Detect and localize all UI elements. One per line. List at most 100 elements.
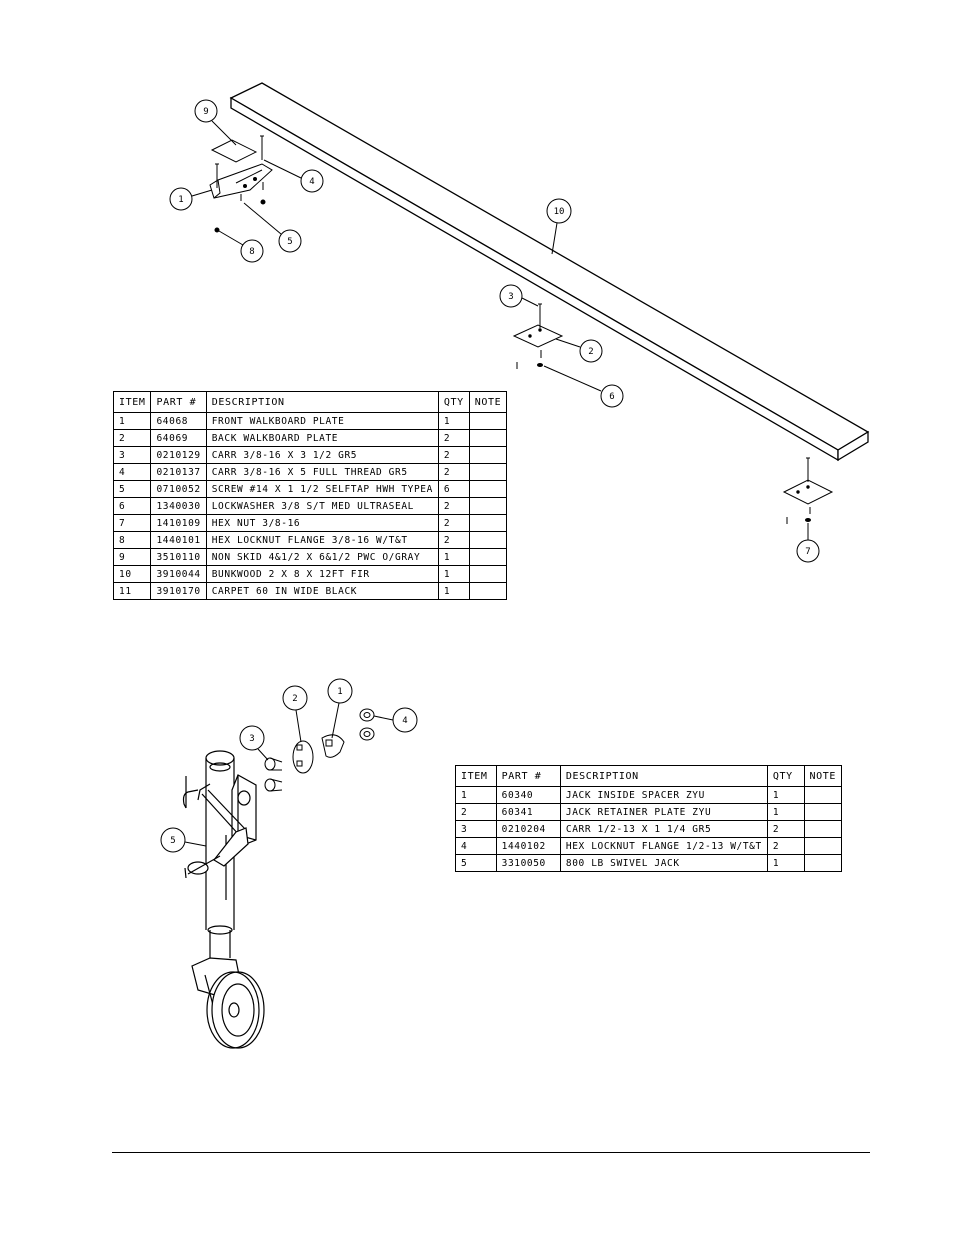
cell-note xyxy=(468,548,508,566)
cell-note xyxy=(803,786,842,804)
cell-part: 1340030 xyxy=(150,497,207,515)
cell-item: 1 xyxy=(112,412,152,430)
cell-note xyxy=(803,837,842,855)
callout-2: 2 xyxy=(555,338,603,363)
cell-item: 2 xyxy=(455,803,497,821)
cell-qty: 2 xyxy=(437,429,470,447)
callout-6: 6 xyxy=(543,365,624,408)
cell-qty: 1 xyxy=(437,548,470,566)
col-description: DESCRIPTION xyxy=(205,391,439,413)
callout-8: 8 xyxy=(218,230,264,263)
jack-callout-4-label: 4 xyxy=(402,716,407,726)
cell-note xyxy=(468,514,508,532)
callout-10: 10 xyxy=(546,198,572,255)
cell-qty: 1 xyxy=(437,582,470,600)
cell-description: JACK RETAINER PLATE ZYU xyxy=(559,803,768,821)
cell-description: HEX NUT 3/8-16 xyxy=(205,514,439,532)
table-header-row: ITEM PART # DESCRIPTION QTY NOTE xyxy=(112,391,508,413)
callout-4: 4 xyxy=(263,159,324,193)
cell-description: HEX LOCKNUT FLANGE 1/2-13 W/T&T xyxy=(559,837,768,855)
cell-part: 0710052 xyxy=(150,480,207,498)
jack-callout-3: 3 xyxy=(239,725,269,761)
callout-2-label: 2 xyxy=(588,347,593,357)
jack-callout-3-label: 3 xyxy=(249,734,254,744)
cell-part: 1440102 xyxy=(495,837,561,855)
callout-4-label: 4 xyxy=(309,177,314,187)
cell-part: 3910170 xyxy=(150,582,207,600)
callout-3: 3 xyxy=(499,284,539,308)
cell-description: LOCKWASHER 3/8 S/T MED ULTRASEAL xyxy=(205,497,439,515)
cell-description: HEX LOCKNUT FLANGE 3/8-16 W/T&T xyxy=(205,531,439,549)
cell-item: 1 xyxy=(455,786,497,804)
callout-8-label: 8 xyxy=(249,247,254,257)
col-part: PART # xyxy=(495,765,561,787)
callout-9: 9 xyxy=(194,99,237,146)
table-header-row: ITEM PART # DESCRIPTION QTY NOTE xyxy=(455,765,842,787)
cell-description: BACK WALKBOARD PLATE xyxy=(205,429,439,447)
back-walkboard-plate-rear xyxy=(782,457,834,524)
back-walkboard-plate-middle xyxy=(512,303,564,369)
col-description: DESCRIPTION xyxy=(559,765,768,787)
callout-1: 1 xyxy=(169,187,213,211)
cell-note xyxy=(468,497,508,515)
jack-callout-2-label: 2 xyxy=(292,694,297,704)
jack-callout-1-label: 1 xyxy=(337,687,342,697)
cell-part: 60341 xyxy=(495,803,561,821)
cell-item: 7 xyxy=(112,514,152,532)
cell-qty: 2 xyxy=(437,446,470,464)
cell-item: 3 xyxy=(455,820,497,838)
cell-item: 2 xyxy=(112,429,152,447)
callout-7: 7 xyxy=(796,523,820,563)
cell-qty: 1 xyxy=(437,412,470,430)
col-note: NOTE xyxy=(803,765,842,787)
cell-note xyxy=(468,480,508,498)
cell-part: 0210129 xyxy=(150,446,207,464)
callout-3-label: 3 xyxy=(508,292,513,302)
cell-description: CARPET 60 IN WIDE BLACK xyxy=(205,582,439,600)
cell-qty: 1 xyxy=(766,786,805,804)
callout-5-label: 5 xyxy=(287,237,292,247)
cell-note xyxy=(468,531,508,549)
cell-note xyxy=(468,446,508,464)
cell-qty: 2 xyxy=(437,531,470,549)
cell-note xyxy=(468,565,508,583)
jack-callout-2: 2 xyxy=(282,685,308,743)
cell-qty: 2 xyxy=(437,514,470,532)
cell-item: 4 xyxy=(455,837,497,855)
cell-description: CARR 1/2-13 X 1 1/4 GR5 xyxy=(559,820,768,838)
cell-part: 3310050 xyxy=(495,854,561,872)
cell-item: 5 xyxy=(455,854,497,872)
cell-part: 64069 xyxy=(150,429,207,447)
cell-item: 4 xyxy=(112,463,152,481)
callout-6-label: 6 xyxy=(609,392,614,402)
col-item: ITEM xyxy=(112,391,152,413)
cell-part: 0210204 xyxy=(495,820,561,838)
cell-part: 60340 xyxy=(495,786,561,804)
cell-description: JACK INSIDE SPACER ZYU xyxy=(559,786,768,804)
cell-part: 1410109 xyxy=(150,514,207,532)
callout-5: 5 xyxy=(243,202,302,253)
callout-10-label: 10 xyxy=(554,207,565,217)
cell-description: BUNKWOOD 2 X 8 X 12FT FIR xyxy=(205,565,439,583)
cell-note xyxy=(468,463,508,481)
cell-description: CARR 3/8-16 X 3 1/2 GR5 xyxy=(205,446,439,464)
cell-description: SCREW #14 X 1 1/2 SELFTAP HWH TYPEA xyxy=(205,480,439,498)
cell-item: 9 xyxy=(112,548,152,566)
jack-callout-4: 4 xyxy=(373,707,418,733)
callout-9-label: 9 xyxy=(203,107,208,117)
col-item: ITEM xyxy=(455,765,497,787)
